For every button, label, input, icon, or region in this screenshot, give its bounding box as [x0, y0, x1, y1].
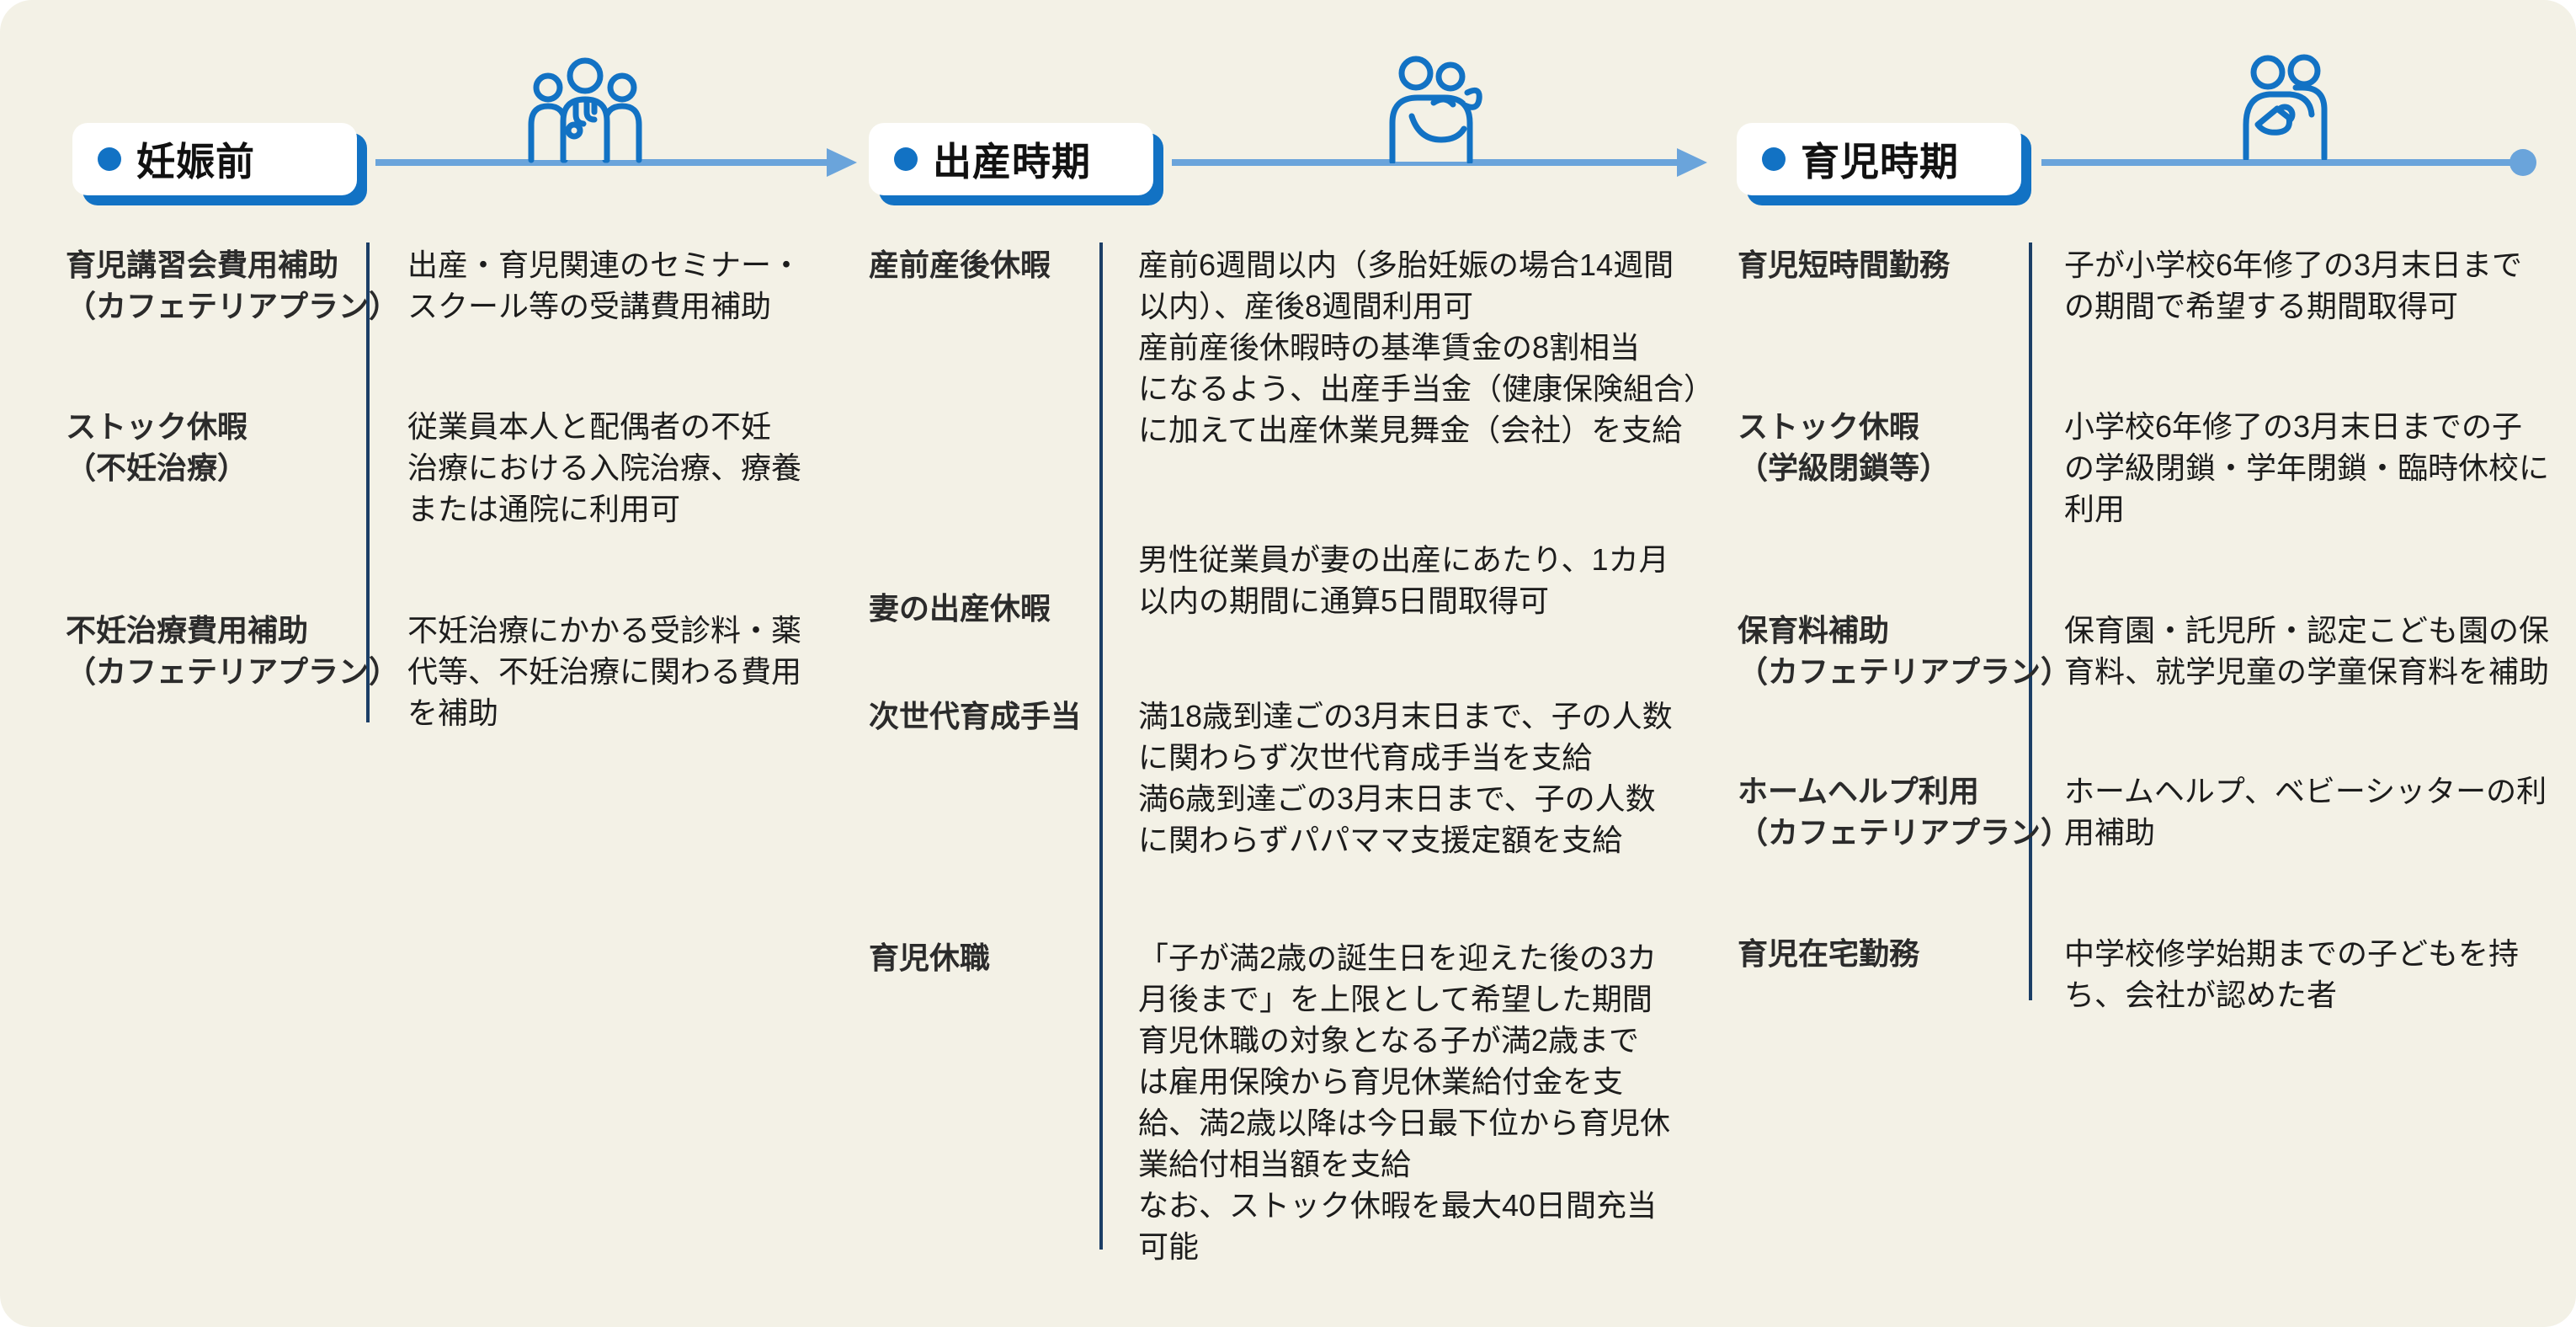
- timeline-arrowhead-icon: [1677, 148, 1707, 177]
- benefit-term: 育児休職: [869, 941, 991, 975]
- benefit-description: 男性従業員が妻の出産にあたり、1カ月 以内の期間に通算5日間取得可: [1138, 542, 1669, 618]
- benefit-term: 不妊治療費用補助 （カフェテリアプラン）: [66, 613, 400, 689]
- timeline-arrow-line: [1172, 159, 1677, 166]
- bullet-icon: [1762, 147, 1786, 171]
- column-divider: [366, 242, 370, 722]
- timeline-arrowhead-icon: [827, 148, 857, 177]
- benefit-term: 保育料補助 （カフェテリアプラン）: [1738, 613, 2072, 689]
- benefit-description: 保育園・託児所・認定こども園の保 育料、就学児童の学童保育料を補助: [2064, 613, 2550, 689]
- phase-label-box-childcare: 育児時期: [1737, 123, 2021, 195]
- timeline-arrow-line: [375, 159, 828, 166]
- benefit-term: 育児講習会費用補助 （カフェテリアプラン）: [66, 248, 400, 323]
- benefit-term: ストック休暇 （不妊治療）: [66, 409, 248, 485]
- parents-with-newborn-icon: [2243, 54, 2328, 160]
- phase-title: 出産時期: [933, 140, 1091, 184]
- benefit-description: 小学校6年修了の3月末日までの子 の学級閉鎖・学年閉鎖・臨時休校に 利用: [2064, 409, 2550, 526]
- phase-title: 育児時期: [1801, 140, 1959, 184]
- benefit-description: 子が小学校6年修了の3月末日まで の期間で希望する期間取得可: [2064, 248, 2523, 323]
- benefit-term: ホームヘルプ利用 （カフェテリアプラン）: [1738, 774, 2072, 850]
- benefit-term: 妻の出産休暇: [869, 591, 1051, 626]
- benefit-description: 従業員本人と配偶者の不妊 治療における入院治療、療養 または通院に利用可: [407, 409, 802, 526]
- benefit-term: 育児在宅勤務: [1738, 936, 1920, 971]
- benefit-description: 中学校修学始期までの子どもを持 ち、会社が認めた者: [2064, 936, 2520, 1012]
- benefit-description: ホームヘルプ、ベビーシッターの利 用補助: [2064, 774, 2547, 850]
- benefit-term: 産前産後休暇: [869, 248, 1051, 282]
- bullet-icon: [894, 147, 918, 171]
- benefit-description: 産前6週間以内（多胎妊娠の場合14週間 以内）、産後8週間利用可 産前産後休暇時…: [1138, 248, 1715, 447]
- benefit-description: 満18歳到達ごの3月末日まで、子の人数 に関わらず次世代育成手当を支給 満6歳到…: [1138, 699, 1673, 857]
- bullet-icon: [98, 147, 121, 171]
- medical-team-icon: [528, 57, 642, 163]
- column-divider: [2029, 242, 2032, 1000]
- phase-title: 妊娠前: [136, 140, 255, 184]
- timeline-arrow-line: [2041, 159, 2517, 166]
- column-divider: [1099, 242, 1103, 1250]
- benefit-term: 次世代育成手当: [869, 699, 1082, 733]
- phase-label-box-pregnancy: 妊娠前: [72, 123, 357, 195]
- mother-holding-baby-icon: [1389, 56, 1482, 163]
- benefit-term: ストック休暇 （学級閉鎖等）: [1738, 409, 1951, 485]
- benefit-description: 不妊治療にかかる受診料・薬 代等、不妊治療に関わる費用 を補助: [407, 613, 802, 730]
- benefit-description: 出産・育児関連のセミナー・ スクール等の受講費用補助: [407, 248, 802, 323]
- benefit-term: 育児短時間勤務: [1738, 248, 1951, 282]
- phase-label-box-birth: 出産時期: [869, 123, 1153, 195]
- timeline-end-dot-icon: [2509, 149, 2536, 176]
- benefit-description: 「子が満2歳の誕生日を迎えた後の3カ 月後まで」を上限として希望した期間 育児休…: [1138, 941, 1671, 1264]
